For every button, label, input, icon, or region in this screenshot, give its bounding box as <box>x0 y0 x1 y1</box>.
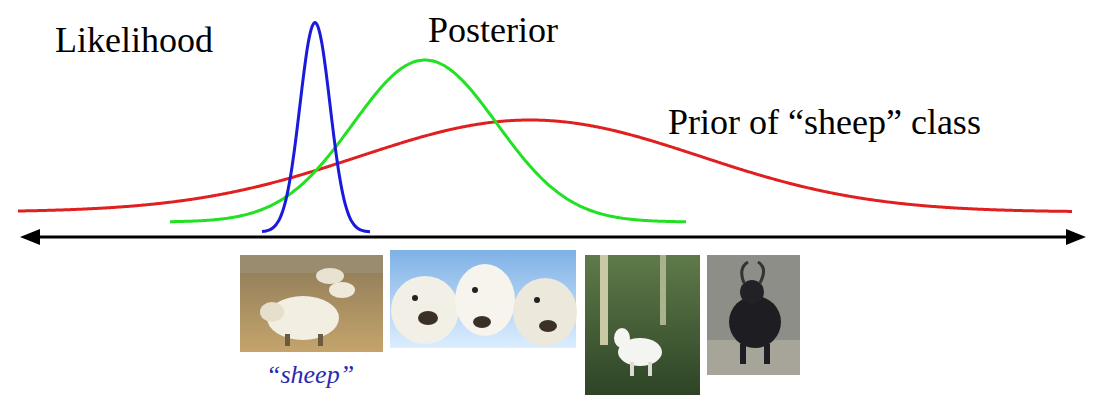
curve-label: Likelihood <box>55 22 213 58</box>
black-goat-photo <box>707 255 800 375</box>
goat-photo <box>585 255 700 395</box>
axis <box>20 229 1086 245</box>
posterior-curve <box>170 60 686 222</box>
likelihood-curve <box>262 23 370 232</box>
sheep-photo <box>240 255 383 352</box>
curve-label: Prior of “sheep” class <box>668 104 981 140</box>
class-label: “sheep” <box>266 362 354 388</box>
sheep-faces-photo <box>390 250 577 348</box>
curve-label: Posterior <box>428 12 558 48</box>
